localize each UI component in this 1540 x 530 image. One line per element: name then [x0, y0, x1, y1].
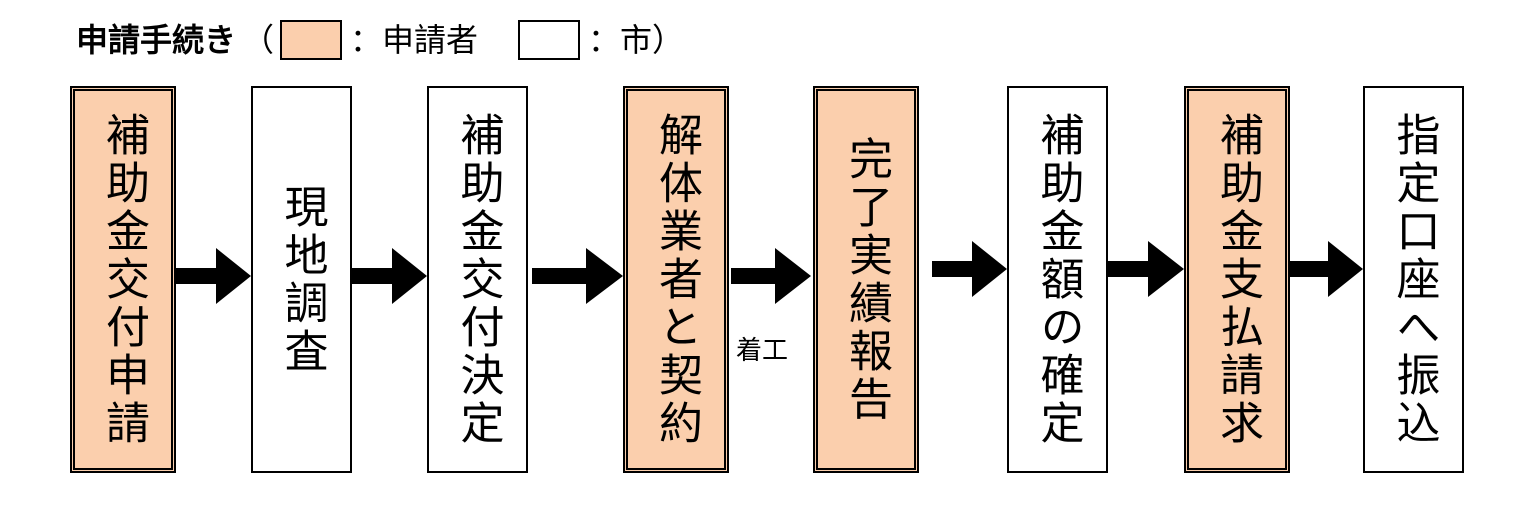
arrow-5-6: [932, 239, 1007, 299]
city-legend-label: ：市）: [588, 21, 685, 59]
step-box-7: 補助金支払請求: [1184, 86, 1290, 473]
step-box-8: 指定口座へ振込: [1363, 86, 1464, 473]
legend-open-paren: （: [242, 21, 275, 59]
step-label-2: 現地調査: [276, 183, 328, 376]
step-box-5: 完了実績報告: [813, 86, 919, 473]
arrow-4-5: [731, 246, 811, 306]
step-label-6: 補助金額の確定: [1032, 111, 1084, 448]
step-box-1: 補助金交付申請: [70, 86, 176, 473]
arrow-2-3: [352, 246, 427, 306]
step-label-3: 補助金交付決定: [452, 111, 504, 448]
step-label-5: 完了実績報告: [841, 135, 892, 424]
step-label-4: 解体業者と契約: [651, 111, 702, 448]
step-label-8: 指定口座へ振込: [1388, 111, 1440, 448]
construction-start-note: 着工: [736, 336, 789, 366]
page-title: 申請手続き: [76, 21, 237, 59]
legend-header: 申請手続き （ ：申請者 ：市）: [76, 14, 684, 66]
step-box-3: 補助金交付決定: [427, 86, 528, 473]
step-label-7: 補助金支払請求: [1212, 111, 1263, 448]
applicant-swatch: [280, 20, 343, 60]
step-box-6: 補助金額の確定: [1007, 86, 1108, 473]
arrow-3-4: [532, 246, 623, 306]
step-box-4: 解体業者と契約: [623, 86, 729, 473]
arrow-1-2: [176, 246, 251, 306]
step-label-1: 補助金交付申請: [98, 111, 149, 448]
applicant-legend-label: ：申請者: [350, 21, 479, 59]
city-swatch: [518, 20, 581, 60]
arrow-7-8: [1290, 239, 1363, 299]
arrow-6-7: [1108, 239, 1184, 299]
step-box-2: 現地調査: [251, 86, 352, 473]
